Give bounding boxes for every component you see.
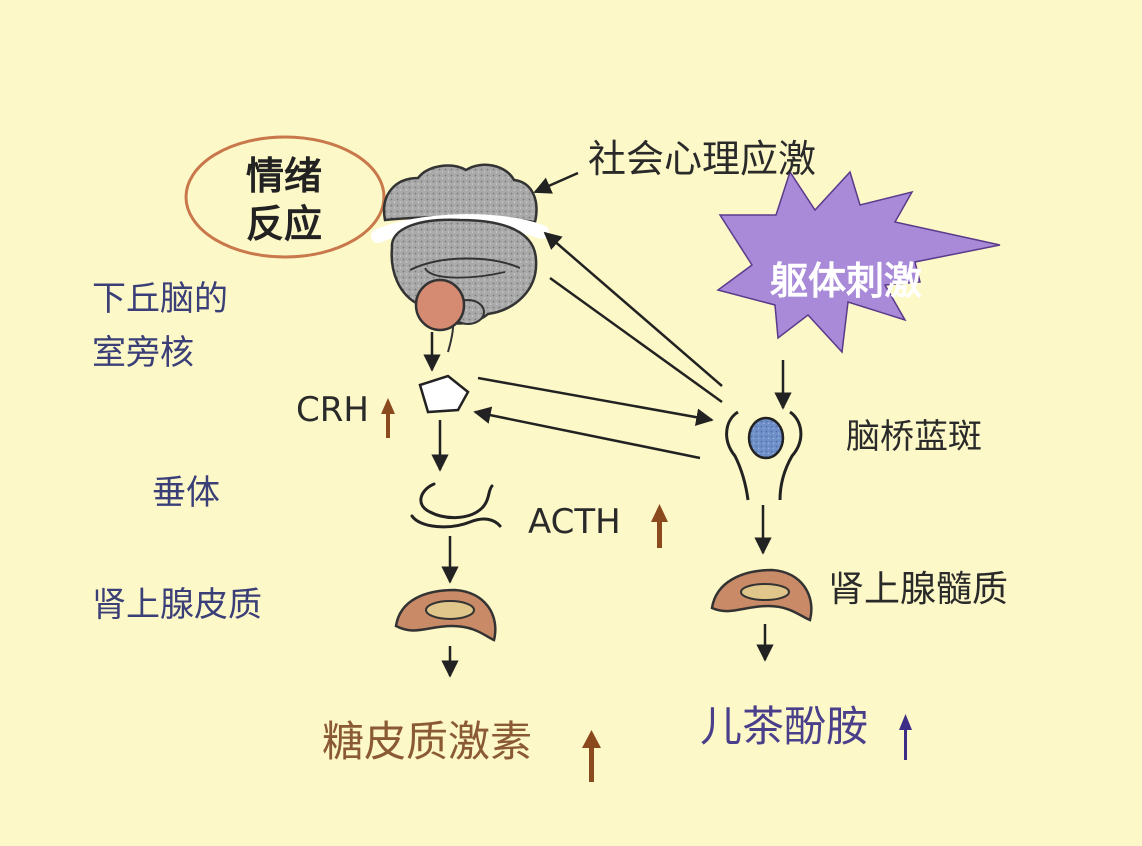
up-arrow-icon bbox=[582, 730, 601, 782]
hypothalamus-shape bbox=[414, 278, 466, 332]
adrenal-medulla-shape bbox=[710, 568, 813, 622]
social-stress-label: 社会心理应激 bbox=[588, 137, 817, 181]
up-arrow-icon bbox=[651, 504, 668, 548]
hypothalamus-label-line2: 室旁核 bbox=[92, 333, 194, 373]
catecholamine-label: 儿茶酚胺 bbox=[700, 702, 869, 751]
somatic-stimulus-label: 躯体刺激 bbox=[770, 259, 923, 303]
somatic-star bbox=[716, 170, 1001, 354]
brain-icon bbox=[371, 163, 549, 353]
emotion-label-line2: 反应 bbox=[246, 202, 323, 246]
pituitary-shape bbox=[410, 482, 502, 529]
crh-label: CRH bbox=[296, 390, 369, 430]
adrenal-cortex-shape bbox=[394, 588, 497, 642]
pituitary-label: 垂体 bbox=[152, 473, 220, 513]
locus-coeruleus-label: 脑桥蓝斑 bbox=[846, 417, 982, 457]
crh-neuron-box bbox=[418, 374, 470, 414]
emotion-ellipse bbox=[184, 135, 386, 259]
locus-coeruleus-shape bbox=[725, 410, 803, 501]
acth-label: ACTH bbox=[528, 502, 621, 542]
adrenal-cortex-label: 肾上腺皮质 bbox=[92, 585, 262, 625]
up-arrow-icon bbox=[899, 714, 912, 760]
hypothalamus-label-line1: 下丘脑的 bbox=[92, 279, 228, 319]
up-arrow-icon bbox=[381, 398, 395, 438]
glucocorticoid-label: 糖皮质激素 bbox=[322, 717, 533, 766]
emotion-label-line1: 情绪 bbox=[246, 154, 323, 198]
adrenal-medulla-label: 肾上腺髓质 bbox=[828, 569, 1009, 610]
